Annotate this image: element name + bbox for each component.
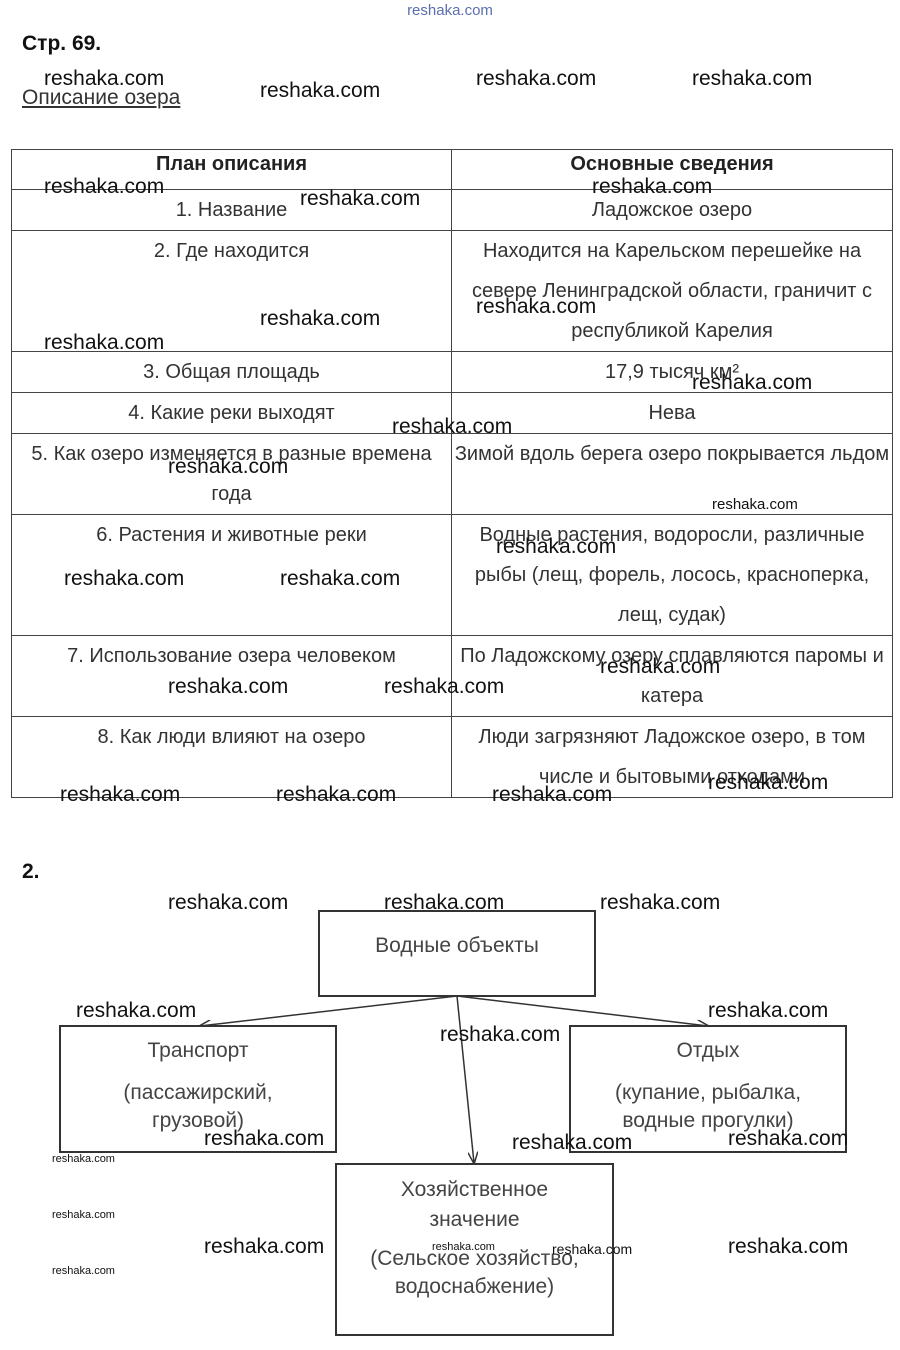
watermark: reshaka.com — [600, 655, 721, 678]
section-title: Описание озера — [22, 86, 181, 109]
watermark: reshaka.com — [44, 67, 165, 90]
info-cell: Водные растения, водоросли, различные ры… — [451, 514, 893, 636]
watermark: reshaka.com — [60, 783, 181, 806]
watermark: reshaka.com — [492, 783, 613, 806]
root-box: Водные объекты — [318, 910, 596, 997]
watermark: reshaka.com — [204, 1127, 325, 1150]
watermark: reshaka.com — [476, 295, 597, 318]
watermark: reshaka.com — [384, 891, 505, 914]
watermark: reshaka.com — [476, 67, 597, 90]
table-row: 8. Как люди влияют на озеро Люди загрязн… — [11, 716, 893, 798]
watermark: reshaka.com — [384, 675, 505, 698]
table-row: 3. Общая площадь 17,9 тысяч км² — [11, 351, 893, 393]
watermark: reshaka.com — [392, 415, 513, 438]
table-row: 6. Растения и животные реки Водные расте… — [11, 514, 893, 636]
watermark: reshaka.com — [592, 175, 713, 198]
root-label: Водные объекты — [375, 934, 539, 957]
info-cell: По Ладожскому озеру сплавляются паромы и… — [451, 635, 893, 717]
plan-cell: 2. Где находится — [11, 230, 452, 352]
watermark: reshaka.com — [52, 1209, 115, 1221]
transport-detail: (пассажирский, грузовой) — [123, 1081, 273, 1132]
watermark: reshaka.com — [432, 1241, 495, 1253]
column-header-info: Основные сведения — [451, 149, 893, 190]
watermark: reshaka.com — [728, 1127, 849, 1150]
economy-detail: (Сельское хозяйство, водоснабжение) — [370, 1247, 579, 1298]
plan-cell: 3. Общая площадь — [11, 351, 452, 393]
watermark: reshaka.com — [260, 79, 381, 102]
watermark: reshaka.com — [64, 567, 185, 590]
watermark: reshaka.com — [168, 455, 289, 478]
watermark: reshaka.com — [300, 187, 421, 210]
plan-cell: 7. Использование озера человеком — [11, 635, 452, 717]
watermark: reshaka.com — [280, 567, 401, 590]
rest-title: Отдых — [676, 1039, 740, 1062]
watermark: reshaka.com — [52, 1153, 115, 1165]
watermark: reshaka.com — [204, 1235, 325, 1258]
watermark: reshaka.com — [496, 535, 617, 558]
watermark: reshaka.com — [712, 496, 798, 513]
watermark: reshaka.com — [44, 331, 165, 354]
arrow-to-transport — [200, 995, 458, 1026]
table-row: 5. Как озеро изменяется в разные времена… — [11, 433, 893, 515]
watermark: reshaka.com — [76, 999, 197, 1022]
info-cell: Нева — [451, 392, 893, 434]
watermark: reshaka.com — [708, 999, 829, 1022]
top-watermark: reshaka.com — [407, 2, 493, 19]
watermark: reshaka.com — [168, 891, 289, 914]
watermark: reshaka.com — [44, 175, 165, 198]
economy-box: Хозяйственное значение (Сельское хозяйст… — [335, 1163, 614, 1336]
rest-detail: (купание, рыбалка, водные прогулки) — [614, 1081, 802, 1132]
watermark: reshaka.com — [600, 891, 721, 914]
watermark: reshaka.com — [512, 1131, 633, 1154]
page-heading: Стр. 69. — [22, 32, 102, 55]
watermark: reshaka.com — [692, 371, 813, 394]
watermark: reshaka.com — [276, 783, 397, 806]
rest-box: Отдых (купание, рыбалка, водные прогулки… — [569, 1025, 847, 1153]
watermark: reshaka.com — [168, 675, 289, 698]
plan-cell: 5. Как озеро изменяется в разные времена… — [11, 433, 452, 515]
column-header-plan: План описания — [11, 149, 452, 190]
arrow-to-economy — [456, 995, 474, 1163]
plan-cell: 6. Растения и животные реки — [11, 514, 452, 636]
table-row: 1. Название Ладожское озеро — [11, 189, 893, 231]
watermark: reshaka.com — [552, 1241, 633, 1257]
watermark: reshaka.com — [52, 1265, 115, 1277]
watermark: reshaka.com — [728, 1235, 849, 1258]
watermark: reshaka.com — [440, 1023, 561, 1046]
transport-box: Транспорт (пассажирский, грузовой) — [59, 1025, 337, 1153]
plan-cell: 4. Какие реки выходят — [11, 392, 452, 434]
economy-title: Хозяйственное значение — [400, 1178, 549, 1231]
task-number: 2. — [22, 860, 40, 883]
watermark: reshaka.com — [692, 67, 813, 90]
table-header-row: План описания Основные сведения — [11, 149, 893, 190]
table-row: 4. Какие реки выходят Нева — [11, 392, 893, 434]
info-cell: Находится на Карельском перешейке на сев… — [451, 230, 893, 352]
info-cell: Ладожское озеро — [451, 189, 893, 231]
table-row: 2. Где находится Находится на Карельском… — [11, 230, 893, 352]
plan-cell: 8. Как люди влияют на озеро — [11, 716, 452, 798]
info-cell: 17,9 тысяч км² — [451, 351, 893, 393]
arrow-to-rest — [456, 995, 708, 1026]
plan-cell: 1. Название — [11, 189, 452, 231]
lake-description-table: План описания Основные сведения 1. Назва… — [11, 149, 893, 798]
watermark: reshaka.com — [260, 307, 381, 330]
watermark: reshaka.com — [708, 771, 829, 794]
info-cell: Люди загрязняют Ладожское озеро, в том ч… — [451, 716, 893, 798]
transport-title: Транспорт — [147, 1039, 249, 1062]
table-row: 7. Использование озера человеком По Ладо… — [11, 635, 893, 717]
